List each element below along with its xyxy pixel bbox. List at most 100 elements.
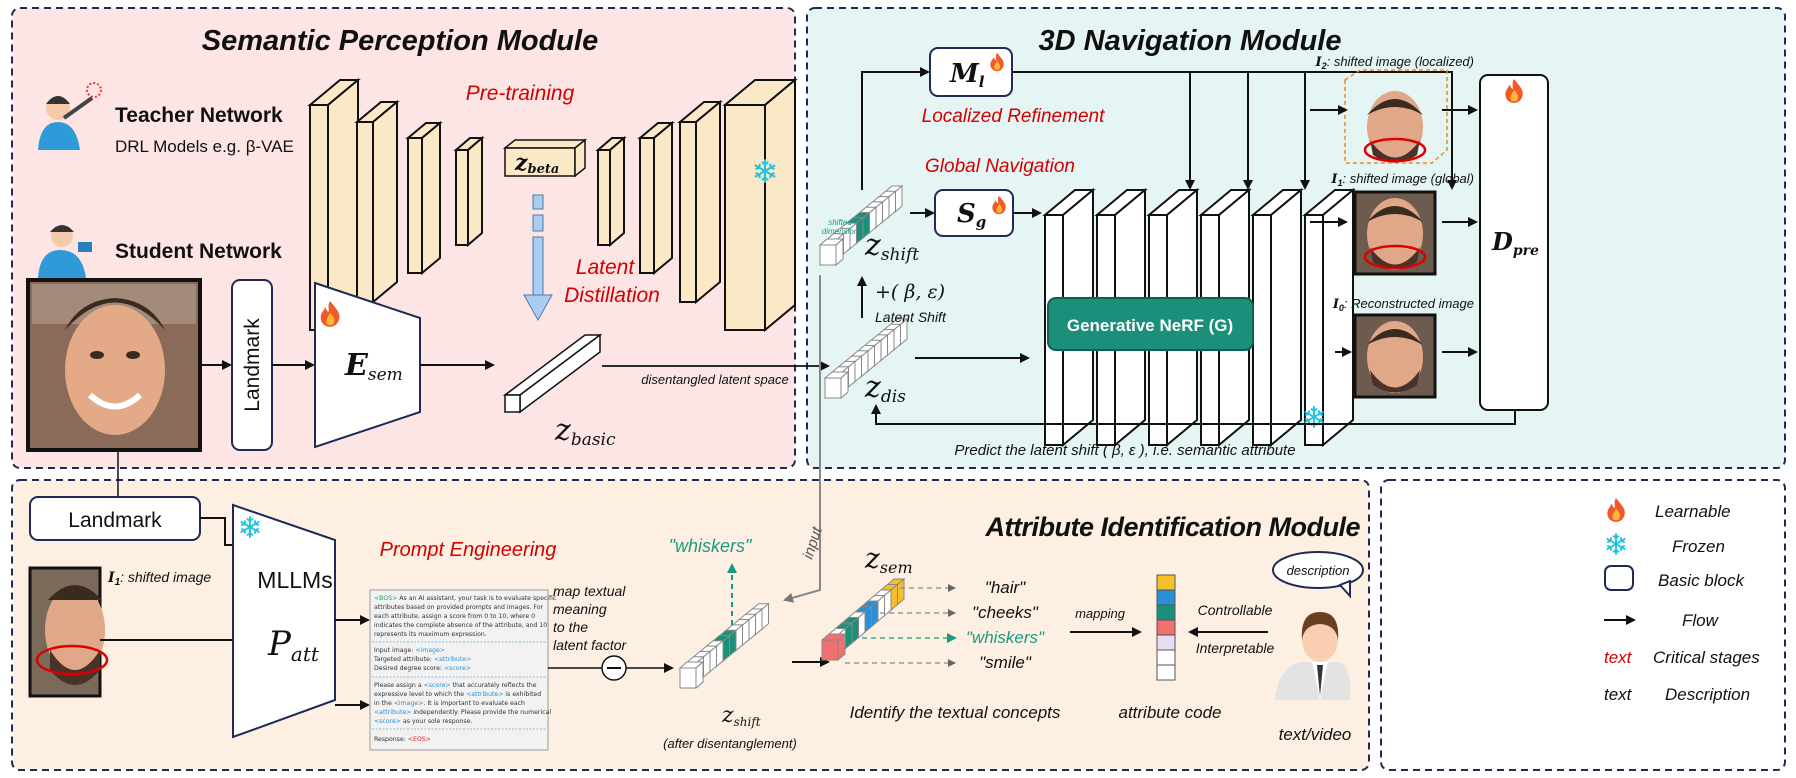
localized-shifted-image	[1344, 69, 1448, 164]
e-sem-label: Esem	[344, 348, 403, 385]
svg-text:represents its maximum express: represents its maximum expression.	[374, 631, 487, 638]
nerf-layer	[1302, 187, 1356, 448]
z-basic-label: zbasic	[554, 413, 616, 450]
shifted-face-image	[28, 566, 109, 698]
identify-concepts-label: Identify the textual concepts	[850, 703, 1061, 722]
localized-refinement-label: Localized Refinement	[922, 106, 1105, 127]
vector-cell	[821, 639, 839, 661]
z-sem-label: zsem	[864, 542, 913, 577]
attribute-code-label: attribute code	[1118, 703, 1221, 722]
svg-text:attributes based on provided p: attributes based on provided prompts and…	[374, 604, 543, 611]
i1-label: I1: shifted image (global)	[1330, 171, 1474, 188]
z-beta-block: zbeta	[502, 138, 588, 178]
legend-red-text-sample: text	[1604, 648, 1633, 667]
distillation-arrow	[523, 194, 553, 322]
student-face-image	[26, 278, 202, 452]
svg-text:Input image: <image>: Input image: <image>	[374, 647, 445, 654]
conv-layer	[637, 120, 675, 276]
legend-black-text-sample: text	[1604, 685, 1633, 704]
legend-critical-stages: Critical stages	[1653, 648, 1760, 667]
vector-cell	[819, 244, 837, 266]
teacher-autoencoder	[307, 77, 798, 333]
attribute-identification-panel	[11, 479, 1370, 771]
description-bubble-label: description	[1287, 563, 1350, 578]
landmark-label-attr: Landmark	[68, 509, 162, 532]
z-shift-label: zshift	[864, 228, 919, 265]
conv-layer	[595, 135, 627, 248]
interpretable-label: Interpretable	[1196, 640, 1275, 656]
concept-label: "smile"	[979, 653, 1032, 672]
attribute-code-cell	[1156, 649, 1176, 666]
p-att-label: Patt	[267, 624, 320, 666]
vector-cell	[679, 667, 697, 689]
generative-nerf-label: Generative NeRF (G)	[1067, 316, 1233, 335]
conv-layer	[722, 77, 798, 333]
m-l-label: Ml	[949, 59, 985, 91]
mllm-block	[232, 503, 336, 739]
z-shift-after-label: zshift	[721, 703, 761, 729]
global-shifted-image	[1353, 190, 1437, 276]
d-pre-label: Dpre	[1491, 227, 1539, 259]
attribute-code-cell	[1156, 589, 1176, 606]
latent-distillation-label-1: Latent	[576, 256, 636, 279]
semantic-module-title: Semantic Perception Module	[202, 25, 598, 57]
after-disentanglement-label: (after disentanglement)	[663, 736, 797, 751]
svg-text:<score> as your sole response.: <score> as your sole response.	[374, 718, 472, 725]
global-navigation-label: Global Navigation	[925, 156, 1075, 177]
i0-label: I0: Reconstructed image	[1332, 296, 1474, 313]
nerf-layer	[1250, 187, 1304, 448]
legend-panel	[1380, 479, 1786, 771]
conv-layer	[307, 77, 361, 333]
person-icon	[1275, 612, 1351, 700]
student-icon	[38, 225, 92, 278]
controllable-label: Controllable	[1198, 602, 1273, 618]
attribute-code-cell	[1156, 619, 1176, 636]
concept-label: "hair"	[985, 578, 1026, 597]
z-dis-vector	[823, 317, 909, 400]
latent-distillation-label-2: Distillation	[564, 284, 660, 307]
reconstructed-image	[1353, 313, 1437, 399]
z-dis-label: zdis	[864, 370, 906, 407]
svg-text:Response: <EOS>: Response: <EOS>	[374, 736, 431, 743]
legend-basic-block: Basic block	[1658, 571, 1745, 590]
conv-layer	[677, 99, 723, 305]
prompt-engineering-label: Prompt Engineering	[380, 539, 557, 561]
student-network-title: Student Network	[115, 240, 282, 263]
legend-description: Description	[1665, 685, 1750, 704]
z-basic-block	[502, 333, 603, 414]
prompt-template-box: <BOS> As an AI assistant, your task is t…	[369, 589, 557, 751]
z-shift-vector	[818, 184, 904, 267]
svg-text:<BOS> As an AI assistant, your: <BOS> As an AI assistant, your task is t…	[374, 595, 557, 602]
concept-label: "cheeks"	[972, 603, 1039, 622]
vector-cell	[824, 377, 842, 399]
pretraining-label: Pre-training	[466, 82, 575, 105]
i2-label: I2: shifted image (localized)	[1314, 54, 1474, 71]
mapping-label: mapping	[1075, 606, 1126, 621]
conv-layer	[354, 99, 400, 305]
landmark-label: Landmark	[241, 318, 264, 412]
attribute-code-cell	[1156, 664, 1176, 681]
semantic-encoder	[314, 281, 421, 449]
i1-shifted-label: I1: shifted image	[107, 569, 211, 588]
legend: Learnable Frozen Basic block Flow text C…	[1604, 498, 1760, 704]
teacher-network-subtitle: DRL Models e.g. β-VAE	[115, 137, 294, 156]
attribute-code-cell	[1156, 634, 1176, 651]
attribute-code-cell	[1156, 604, 1176, 621]
z-sem-vector	[820, 577, 906, 662]
z-shift-after-vector	[678, 602, 770, 690]
latent-shift-label: Latent Shift	[875, 309, 947, 325]
conv-layer	[453, 135, 485, 248]
legend-flow: Flow	[1682, 611, 1720, 630]
svg-text:expressive level to which the: expressive level to which the <attribute…	[374, 691, 541, 698]
svg-text:<attribute> independently. Ple: <attribute> independently. Please provid…	[374, 709, 551, 716]
attribute-module-title: Attribute Identification Module	[985, 512, 1361, 542]
s-g-label: Sg	[957, 199, 986, 231]
text-video-label: text/video	[1279, 725, 1352, 744]
attribute-code-cell	[1156, 574, 1176, 591]
concept-label: "whiskers"	[966, 628, 1045, 647]
svg-text:zbeta: zbeta	[514, 150, 559, 177]
svg-text:Targeted attribute: <attribute: Targeted attribute: <attribute>	[373, 656, 471, 663]
svg-text:indicates the complete absence: indicates the complete absence of the at…	[374, 622, 547, 629]
